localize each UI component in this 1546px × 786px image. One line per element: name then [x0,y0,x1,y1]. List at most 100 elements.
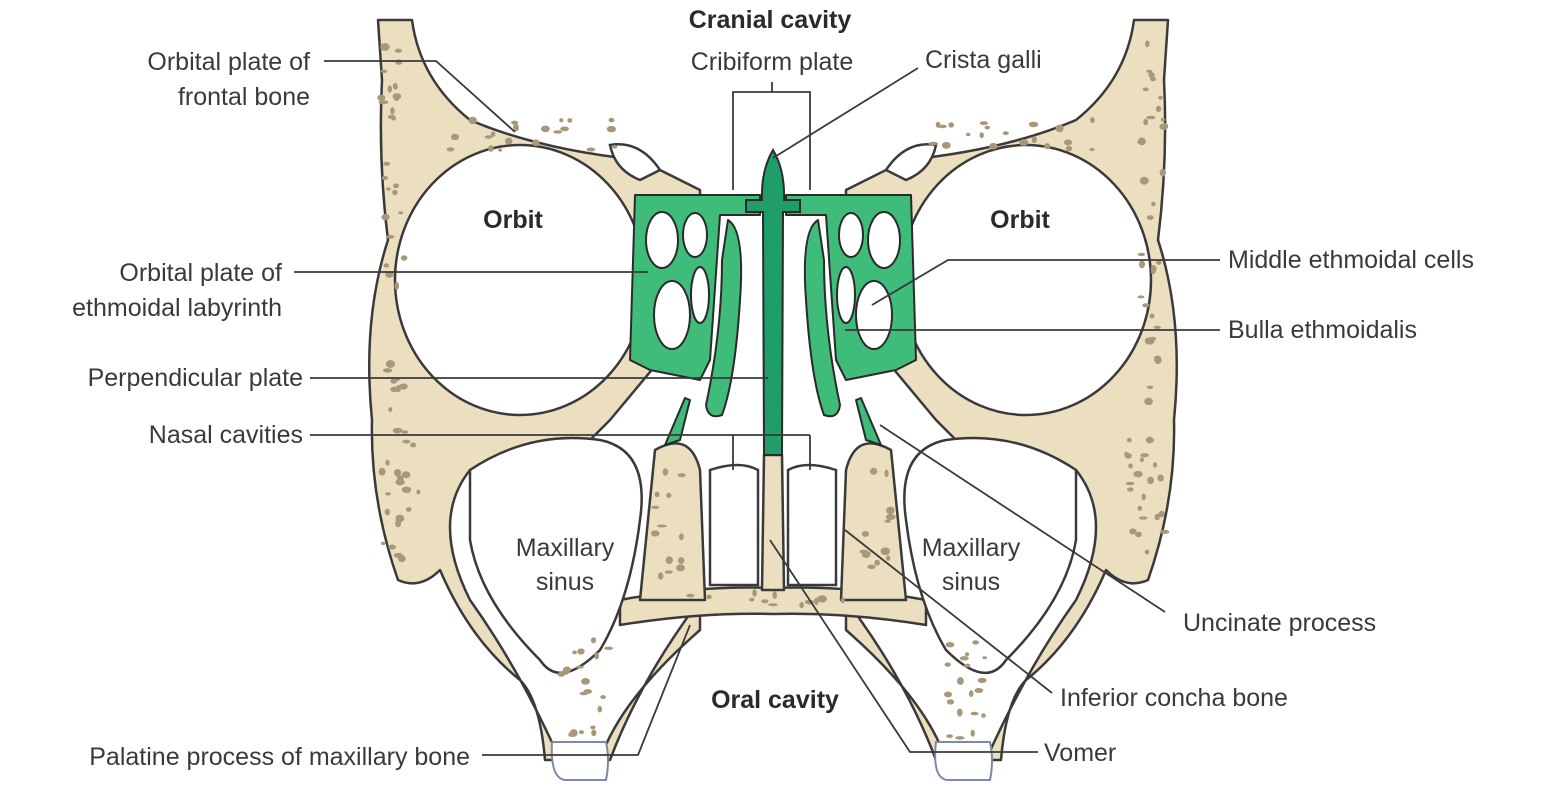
bone-texture-dot [980,132,984,138]
bone-texture-dot [379,468,386,476]
bone-texture-dot [451,134,459,140]
bone-texture-dot [982,656,987,659]
bone-texture-dot [1127,438,1132,443]
bone-texture-dot [581,678,590,685]
bone-texture-dot [567,118,572,123]
bone-texture-dot [980,121,988,125]
bone-texture-dot [885,520,891,523]
label-nasal-cavities: Nasal cavities [149,421,303,449]
bone-texture-dot [886,507,894,515]
bone-texture-dot [394,469,401,477]
bone-texture-dot [505,138,512,145]
bone-texture-dot [491,132,496,137]
bone-texture-dot [385,492,391,495]
bone-texture-dot [587,148,596,152]
label-middle-ethmoidal-cells: Middle ethmoidal cells [1228,246,1474,274]
bone-texture-dot [402,471,411,478]
bone-texture-dot [388,545,396,550]
bone-texture-dot [1140,177,1149,185]
bone-texture-dot [1126,482,1135,485]
bone-texture-dot [1146,437,1154,444]
bone-texture-dot [1147,215,1154,220]
bone-texture-dot [841,597,845,603]
bone-texture-dot [989,143,997,150]
bone-texture-dot [1158,475,1164,482]
label-orbital-plate-ethmoid-2: ethmoidal labyrinth [72,294,282,322]
left-ethmoid-cell-4 [691,267,709,323]
bone-texture-dot [881,547,891,555]
bone-texture-dot [971,730,975,737]
bone-texture-dot [817,595,827,602]
bone-texture-dot [860,550,868,554]
bone-texture-dot [1138,253,1146,256]
bone-texture-dot [1150,314,1155,319]
right-ethmoid-cell-1 [868,212,900,268]
label-vomer: Vomer [1044,739,1116,767]
bone-texture-dot [946,642,955,647]
bone-texture-dot [1139,516,1148,519]
bone-texture-dot [1142,493,1146,500]
bone-texture-dot [579,730,584,734]
bone-texture-dot [1129,528,1136,534]
bone-texture-dot [1138,506,1143,511]
bone-texture-dot [957,677,964,685]
bone-texture-dot [928,142,938,146]
label-perpendicular-plate: Perpendicular plate [88,364,303,392]
bone-texture-dot [563,666,571,673]
bone-texture-dot [1154,356,1161,364]
bone-texture-dot [1133,471,1142,477]
bone-texture-dot [1155,514,1160,521]
teeth [552,742,992,780]
bone-texture-dot [1089,148,1095,151]
left-uncinate-process [665,398,690,445]
bone-texture-dot [1156,261,1161,265]
right-nasal-wall [841,443,906,600]
bone-texture-dot [604,647,613,650]
bone-texture-dot [488,145,493,152]
bone-texture-dot [1148,72,1154,78]
bone-texture-dot [870,468,877,475]
bone-texture-dot [1003,131,1009,135]
bone-texture-dot [398,555,406,562]
bone-texture-dot [447,147,455,151]
bone-texture-dot [1128,463,1133,468]
bone-texture-dot [393,183,399,188]
bone-texture-dot [401,255,408,260]
right-ethmoid-cell-4 [837,267,855,323]
left-nasal-cavity [710,465,758,585]
bone-texture-dot [410,443,416,448]
bone-texture-dot [1145,337,1155,344]
bone-texture-dot [1144,398,1153,406]
bone-texture-dot [396,479,405,486]
bone-texture-dot [678,557,684,564]
bone-texture-dot [577,648,584,654]
bone-texture-dot [591,730,596,737]
bone-texture-dot [974,688,983,693]
bone-texture-dot [874,560,880,566]
bone-texture-dot [1127,487,1134,491]
bone-texture-dot [886,514,896,520]
bone-texture-dot [944,692,952,698]
bone-texture-dot [402,440,410,444]
bone-texture-dot [978,678,987,683]
bone-texture-dot [1146,70,1152,73]
bone-texture-dot [388,407,392,412]
bone-texture-dot [1125,453,1132,459]
bone-texture-dot [749,598,754,602]
bone-texture-dot [583,689,592,694]
bone-texture-dot [591,637,596,643]
bone-texture-dot [1153,462,1157,467]
bone-texture-dot [402,430,408,434]
bone-texture-dot [665,570,673,573]
bone-texture-dot [1160,169,1166,177]
bone-texture-dot [383,368,392,372]
bone-texture-dot [1140,453,1149,457]
bone-texture-dot [1143,88,1149,92]
label-orbital-plate-frontal-1: Orbital plate of [147,48,310,76]
bone-texture-dot [594,653,599,660]
right-ethmoid-cell-3 [856,281,892,349]
bone-texture-dot [752,589,757,597]
bone-texture-dot [1156,106,1161,112]
bone-texture-dot [655,492,660,498]
